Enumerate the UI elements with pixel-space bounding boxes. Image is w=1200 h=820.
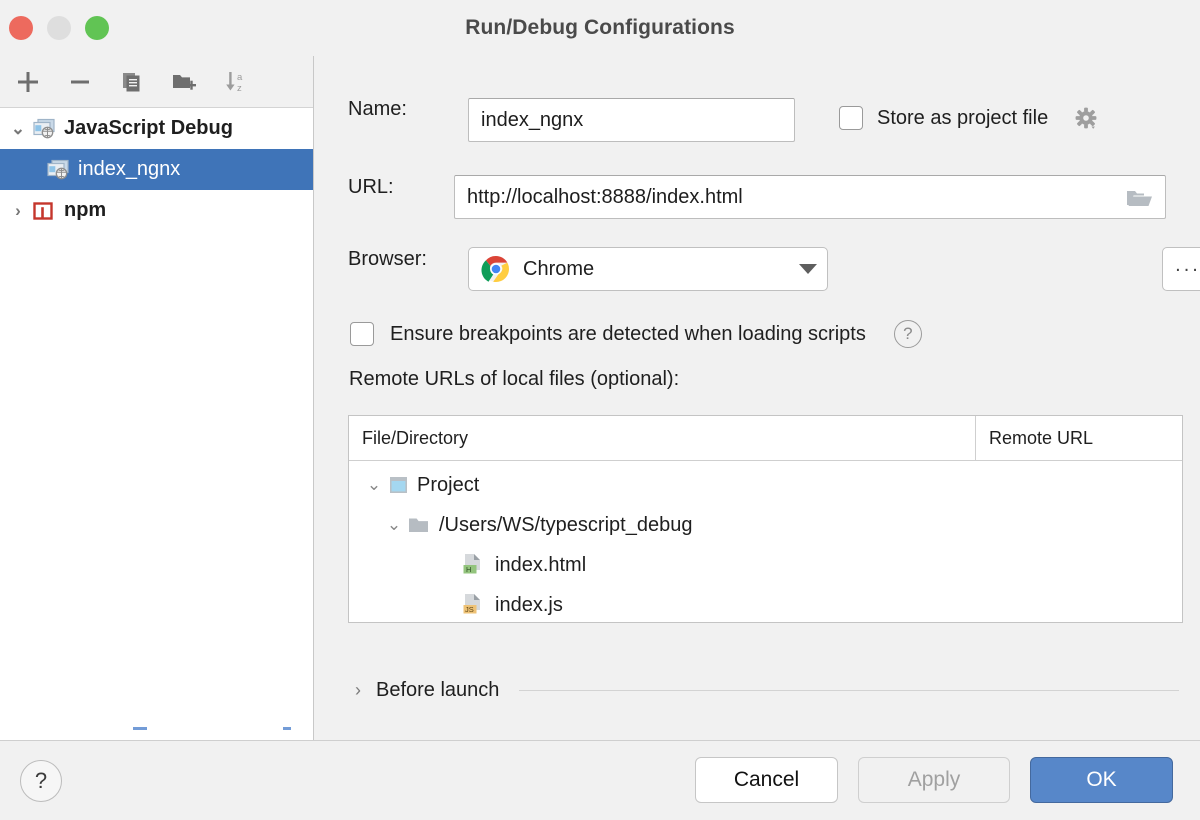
browser-select[interactable]: Chrome: [468, 247, 828, 291]
minimize-window-button[interactable]: [47, 16, 71, 40]
cancel-button-label: Cancel: [733, 768, 800, 791]
sort-configurations-button[interactable]: a z: [215, 62, 257, 102]
table-row-label: /Users/WS/typescript_debug: [439, 513, 693, 536]
ensure-breakpoints-row[interactable]: Ensure breakpoints are detected when loa…: [350, 320, 922, 348]
help-button-label: ?: [34, 768, 48, 793]
js-file-icon: JS: [459, 592, 495, 618]
add-configuration-button[interactable]: [7, 62, 49, 102]
section-divider: [519, 690, 1179, 691]
name-row: Name:: [348, 98, 407, 121]
dialog-footer: [0, 740, 1200, 820]
remote-urls-section-label-row: Remote URLs of local files (optional):: [349, 368, 679, 391]
npm-icon: [32, 199, 62, 223]
chevron-down-icon[interactable]: ⌄: [386, 515, 402, 534]
url-input-value: http://localhost:8888/index.html: [467, 185, 743, 208]
table-row[interactable]: ⌄ /Users/WS/typescript_debug: [349, 505, 1182, 545]
plus-icon: [18, 71, 38, 92]
configuration-form: Name: index_ngnx Store as project file: [315, 56, 1200, 740]
table-row-label: index.js: [495, 593, 563, 616]
tree-item-javascript-debug[interactable]: ⌄ JavaScript Debug: [0, 108, 313, 149]
browser-more-button[interactable]: ...: [1162, 247, 1200, 291]
minus-icon: [71, 80, 89, 83]
new-folder-button[interactable]: [163, 62, 205, 102]
ensure-breakpoints-label: Ensure breakpoints are detected when loa…: [390, 322, 866, 345]
svg-text:z: z: [237, 83, 242, 94]
copy-configuration-button[interactable]: [111, 62, 153, 102]
folder-open-icon[interactable]: [1125, 186, 1153, 216]
remove-configuration-button[interactable]: [59, 62, 101, 102]
column-header-file-directory[interactable]: File/Directory: [349, 416, 976, 460]
table-row-label: Project: [417, 473, 480, 496]
html-file-icon: H: [459, 552, 495, 578]
name-input[interactable]: index_ngnx: [468, 98, 795, 142]
chrome-icon: [481, 254, 511, 284]
dialog-title: Run/Debug Configurations: [465, 16, 735, 39]
before-launch-label: Before launch: [376, 679, 500, 701]
javascript-debug-icon: [46, 158, 76, 182]
name-input-value: index_ngnx: [481, 108, 584, 131]
browser-select-value: Chrome: [523, 257, 595, 280]
table-row[interactable]: ⌄ Project: [349, 465, 1182, 505]
table-header: File/Directory Remote URL: [349, 416, 1182, 461]
help-icon-label: ?: [903, 324, 913, 343]
help-button[interactable]: ?: [20, 760, 62, 802]
table-body: ⌄ Project ⌄: [349, 461, 1182, 625]
tree-item-label: npm: [64, 199, 107, 221]
name-label: Name:: [348, 98, 407, 120]
column-header-remote-url[interactable]: Remote URL: [989, 427, 1094, 448]
chevron-down-icon[interactable]: ⌄: [10, 118, 26, 138]
ensure-breakpoints-checkbox[interactable]: [350, 322, 374, 346]
url-label: URL:: [348, 176, 394, 198]
ok-button[interactable]: OK: [1030, 757, 1173, 803]
browser-row: Browser:: [348, 248, 427, 271]
chevron-down-icon[interactable]: [799, 264, 817, 274]
store-as-project-file-checkbox[interactable]: [839, 106, 863, 130]
title-bar: Run/Debug Configurations: [0, 0, 1200, 56]
ok-button-label: OK: [1086, 768, 1117, 791]
tree-item-index-ngnx[interactable]: index_ngnx: [0, 149, 313, 190]
before-launch-section[interactable]: › Before launch: [348, 679, 1183, 702]
sort-alphabetical-icon: a z: [226, 71, 243, 94]
copy-icon: [123, 72, 140, 91]
store-as-project-file-row[interactable]: Store as project file: [839, 104, 1100, 132]
svg-text:H: H: [466, 565, 471, 574]
table-row-label: index.html: [495, 553, 587, 576]
tree-item-npm[interactable]: › npm: [0, 190, 313, 231]
url-row: URL:: [348, 176, 394, 199]
svg-text:JS: JS: [465, 605, 474, 614]
apply-button[interactable]: Apply: [858, 757, 1010, 803]
sidebar-toolbar: a z: [0, 56, 313, 108]
chevron-right-icon[interactable]: ›: [15, 200, 21, 220]
maximize-window-button[interactable]: [85, 16, 109, 40]
remote-urls-label: Remote URLs of local files (optional):: [349, 368, 680, 390]
table-row[interactable]: JS index.js: [349, 585, 1182, 625]
configurations-sidebar: a z ⌄ JavaScript Debug: [0, 56, 314, 740]
chevron-down-icon[interactable]: ⌄: [366, 475, 382, 494]
folder-icon: [407, 514, 439, 536]
gear-icon[interactable]: [1072, 104, 1100, 132]
remote-urls-table[interactable]: File/Directory Remote URL ⌄ Project ⌄: [348, 415, 1183, 623]
apply-button-label: Apply: [907, 768, 961, 791]
configurations-tree[interactable]: ⌄ JavaScript Debug: [0, 108, 313, 740]
svg-text:a: a: [237, 72, 243, 83]
help-icon[interactable]: ?: [893, 320, 922, 348]
close-window-button[interactable]: [9, 16, 33, 40]
tree-item-label: index_ngnx: [78, 158, 181, 180]
url-input[interactable]: http://localhost:8888/index.html: [454, 175, 1166, 219]
javascript-debug-icon: [32, 117, 62, 141]
store-as-project-file-label: Store as project file: [877, 106, 1049, 129]
module-icon: [387, 474, 417, 496]
traffic-lights: [9, 16, 109, 40]
new-folder-icon: [173, 74, 196, 90]
tree-item-label: JavaScript Debug: [64, 117, 233, 139]
table-row[interactable]: H index.html: [349, 545, 1182, 585]
browser-more-label: ...: [1175, 253, 1200, 276]
sidebar-horizontal-scrollbar[interactable]: [0, 727, 313, 731]
browser-label: Browser:: [348, 248, 427, 270]
cancel-button[interactable]: Cancel: [695, 757, 838, 803]
chevron-right-icon[interactable]: ›: [355, 680, 361, 700]
